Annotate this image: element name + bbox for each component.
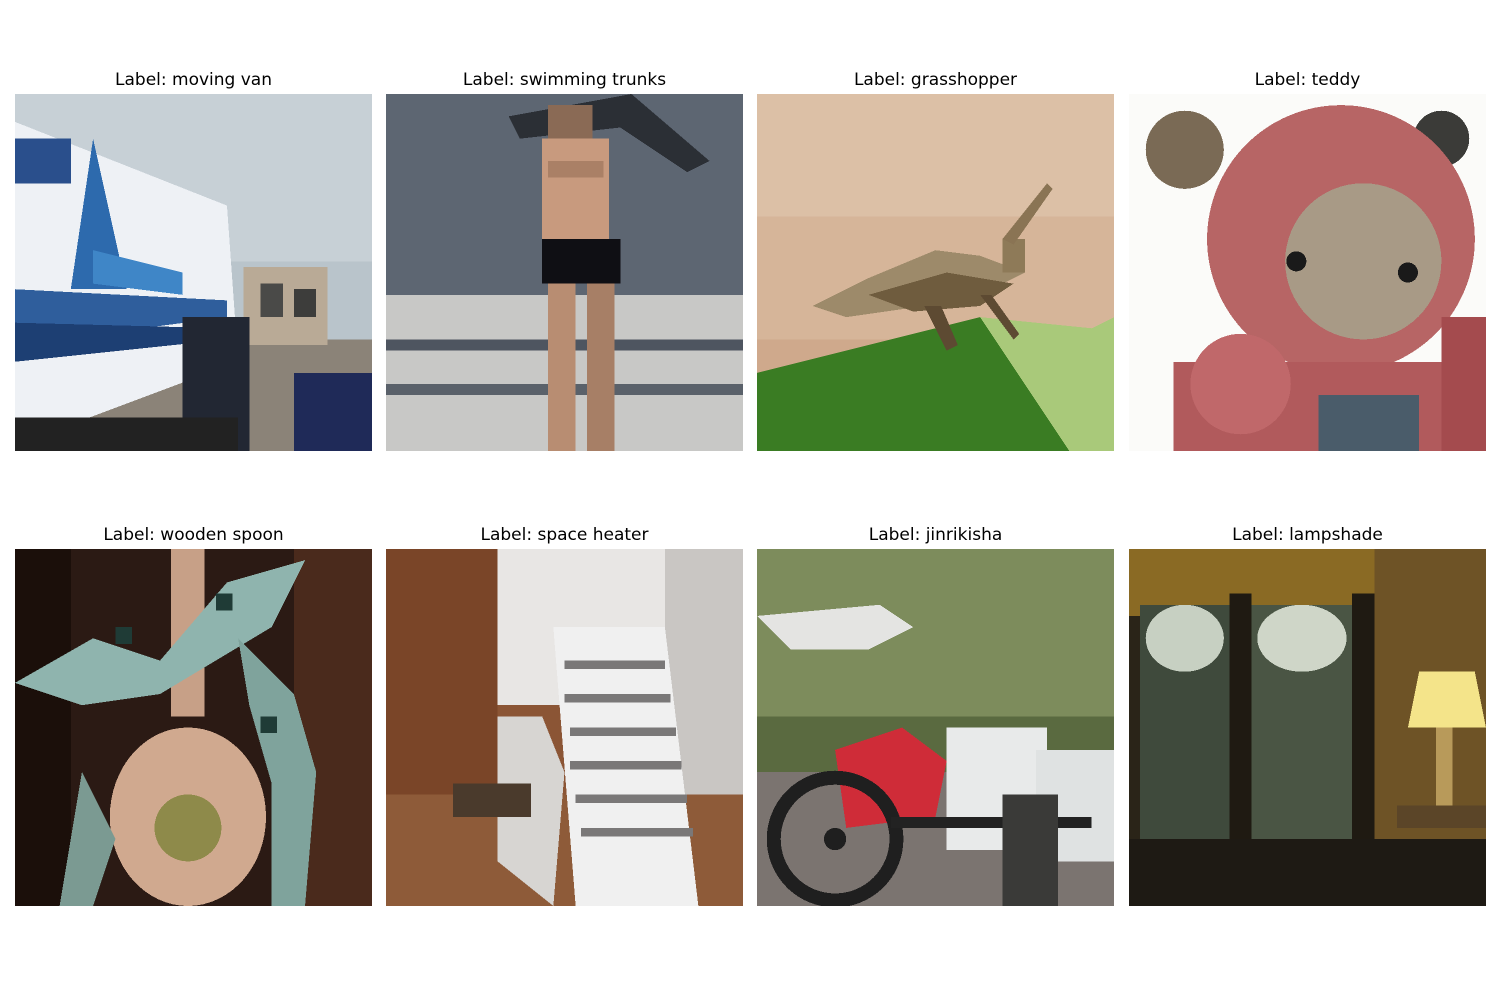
panel-label: Label: lampshade (1232, 525, 1383, 545)
panel-label: Label: teddy (1254, 70, 1361, 90)
panel-label: Label: swimming trunks (462, 70, 667, 90)
thumbnail-grasshopper (757, 94, 1114, 451)
thumbnail-wooden-spoon (15, 549, 372, 906)
panel-label: Label: jinrikisha (868, 525, 1003, 545)
panel-label: Label: grasshopper (853, 70, 1018, 90)
panel-label: Label: wooden spoon (103, 525, 284, 545)
panel-label: Label: space heater (480, 525, 649, 545)
panel-label: Label: moving van (115, 70, 272, 90)
thumbnail-jinrikisha (757, 549, 1114, 906)
thumbnail-space-heater (386, 549, 743, 906)
thumbnail-teddy (1129, 94, 1486, 451)
thumbnail-moving-van (15, 94, 372, 451)
thumbnail-lampshade (1129, 549, 1486, 906)
thumbnail-swimming-trunks (386, 94, 743, 451)
